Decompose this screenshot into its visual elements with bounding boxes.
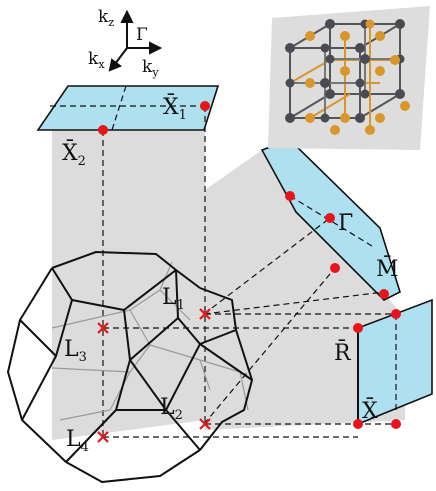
point-x1 [200,101,210,111]
brillouin-zone [7,251,253,483]
label-m-bar: M̄ [376,255,399,282]
point-x2 [98,125,108,135]
cross-l1 [199,308,211,320]
point-m [379,289,389,299]
high-symmetry-points [98,101,401,429]
axes [108,9,163,72]
point-x-bottom [353,419,363,429]
point-gamma [325,213,335,223]
point-m-lower [330,263,340,273]
label-gamma-bar: Γ̄ [338,211,353,236]
point-r [353,323,363,333]
cross-l3 [97,322,109,334]
axis-gamma-label: Γ [136,25,148,45]
axis-ky-label: ky [142,57,159,79]
label-r-bar: R̄ [334,339,352,366]
point-x-side [391,419,401,429]
top-surface-plane [36,85,220,131]
label-l1: L1 [162,285,185,313]
label-x-bar: X̄ [362,397,378,424]
cross-l2 [199,418,211,430]
point-r-upper [391,309,401,319]
l-points [97,308,211,443]
point-gamma-top [285,191,295,201]
cross-l4 [97,431,109,443]
label-l4: L4 [66,427,89,455]
label-x1: X̄1 [163,93,187,123]
projection-lines [102,106,396,438]
label-l2: L2 [160,395,183,423]
crystal-lattice-inset [268,6,430,150]
axis-kz-label: kz [98,7,114,29]
axis-kx-label: kx [88,49,105,71]
label-l3: L3 [64,337,87,365]
projection-shading [52,106,405,440]
label-x2: X̄2 [62,139,86,169]
